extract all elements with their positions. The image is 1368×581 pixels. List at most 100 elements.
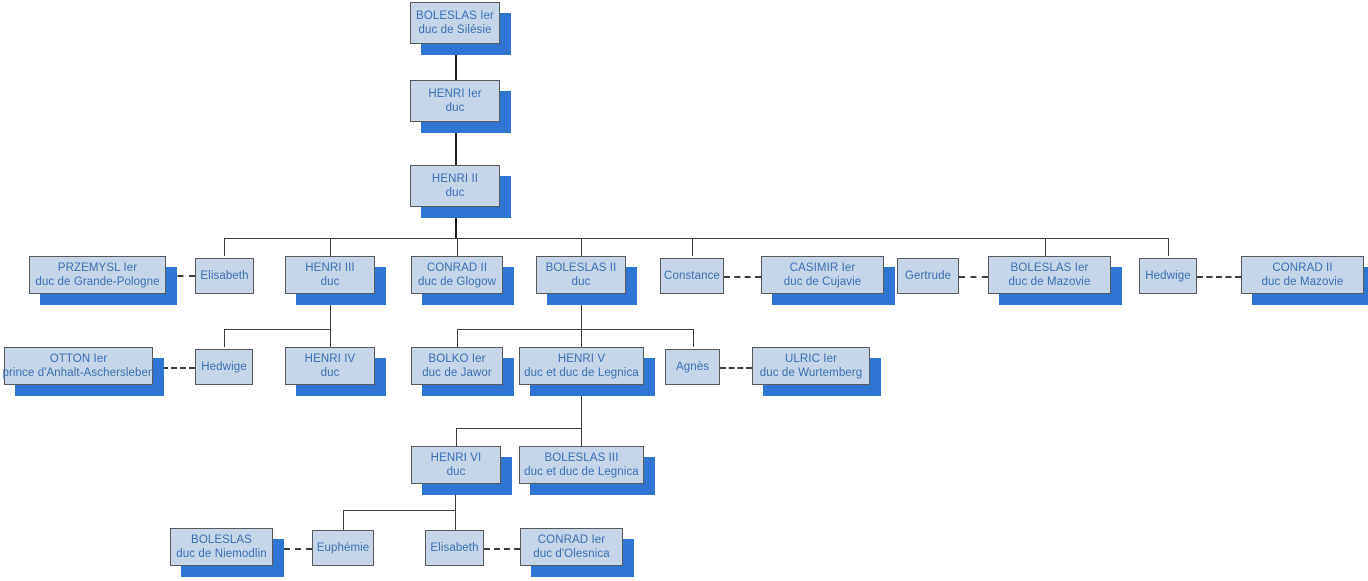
node-box[interactable]: Hedwige bbox=[1139, 258, 1197, 294]
node-name: PRZEMYSL Ier bbox=[57, 262, 138, 274]
child-drop-children-of-henri2-0 bbox=[224, 238, 225, 256]
person-node-constance[interactable]: Constance bbox=[660, 258, 724, 294]
child-drop-children-of-henri2-3 bbox=[581, 238, 582, 256]
node-box[interactable]: CONRAD Ier duc d'Olesnica bbox=[520, 528, 623, 566]
child-drop-children-of-henri2-5 bbox=[1045, 238, 1046, 256]
node-title: duc bbox=[445, 187, 465, 199]
person-node-conrad1oles[interactable]: CONRAD Ier duc d'Olesnica bbox=[520, 528, 634, 577]
node-title: duc bbox=[446, 466, 466, 478]
marriage-link-elisabeth2-conrad1oles bbox=[484, 548, 520, 550]
person-node-agnes[interactable]: Agnès bbox=[665, 349, 720, 385]
node-box[interactable]: Constance bbox=[660, 258, 724, 294]
node-name: Elisabeth bbox=[430, 542, 479, 554]
node-box[interactable]: BOLESLAS III duc et duc de Legnica bbox=[519, 446, 644, 484]
person-node-hedwige1[interactable]: Hedwige bbox=[1139, 258, 1197, 294]
node-title: duc de Cujavie bbox=[783, 276, 862, 288]
node-name: Agnès bbox=[675, 361, 710, 373]
marriage-link-hedwige1-conrad2maz bbox=[1197, 276, 1241, 278]
node-title: duc de Jawor bbox=[422, 367, 492, 379]
node-box[interactable]: BOLESLAS Ier duc de Silésie bbox=[410, 2, 500, 44]
child-drop-children-of-henri2-6 bbox=[1168, 238, 1169, 256]
node-name: HENRI II bbox=[431, 173, 479, 185]
person-node-hedwige2[interactable]: Hedwige bbox=[195, 349, 253, 385]
node-box[interactable]: Hedwige bbox=[195, 349, 253, 385]
node-title: duc de Silésie bbox=[418, 24, 492, 36]
child-drop-children-of-henri5-0 bbox=[456, 428, 457, 446]
person-node-casimir1[interactable]: CASIMIR Ier duc de Cujavie bbox=[761, 256, 895, 305]
person-node-gertrude[interactable]: Gertrude bbox=[897, 258, 959, 294]
person-node-henri6[interactable]: HENRI VI duc bbox=[411, 446, 512, 495]
node-box[interactable]: Elisabeth bbox=[195, 258, 254, 294]
connector-henri1-to-henri2 bbox=[455, 122, 457, 165]
person-node-bolko1[interactable]: BOLKO Ier duc de Jawor bbox=[411, 347, 514, 396]
person-node-henri4[interactable]: HENRI IV duc bbox=[285, 347, 386, 396]
node-box[interactable]: Gertrude bbox=[897, 258, 959, 294]
marriage-link-agnes-ulric1 bbox=[720, 367, 752, 369]
person-node-elisabeth2[interactable]: Elisabeth bbox=[425, 530, 484, 566]
node-name: BOLKO Ier bbox=[428, 353, 486, 365]
child-drop-children-of-henri3-1 bbox=[330, 329, 331, 347]
connector-boleslas1-to-henri1 bbox=[455, 44, 457, 80]
node-title: duc et duc de Legnica bbox=[524, 466, 639, 478]
marriage-link-przemysl1-elisabeth1 bbox=[166, 275, 195, 277]
connector-henri5-stem bbox=[581, 385, 582, 428]
node-box[interactable]: BOLKO Ier duc de Jawor bbox=[411, 347, 503, 385]
person-node-elisabeth1[interactable]: Elisabeth bbox=[195, 258, 254, 294]
node-title: duc de Mazovie bbox=[1261, 276, 1344, 288]
child-drop-children-of-boleslas2-2 bbox=[693, 329, 694, 347]
node-name: HENRI III bbox=[305, 262, 355, 274]
node-title: duc de Mazovie bbox=[1008, 276, 1091, 288]
person-node-henri2[interactable]: HENRI II duc bbox=[410, 165, 511, 218]
child-drop-children-of-henri6-1 bbox=[455, 510, 456, 530]
node-box[interactable]: Euphémie bbox=[312, 530, 374, 566]
node-title: prince d'Anhalt-Aschersleben bbox=[2, 367, 155, 379]
node-name: CASIMIR Ier bbox=[789, 262, 856, 274]
node-name: CONRAD Ier bbox=[537, 534, 606, 546]
connector-henri6-stem bbox=[455, 484, 456, 510]
node-name: HENRI IV bbox=[304, 353, 356, 365]
sibling-bus-children-of-henri2 bbox=[224, 238, 1168, 239]
node-title: duc de Glogow bbox=[417, 276, 496, 288]
person-node-euphemie[interactable]: Euphémie bbox=[312, 530, 374, 566]
node-name: HENRI VI bbox=[430, 452, 482, 464]
person-node-boleslas1[interactable]: BOLESLAS Ier duc de Silésie bbox=[410, 2, 511, 55]
node-name: Constance bbox=[664, 270, 720, 282]
node-name: BOLESLAS III bbox=[544, 452, 619, 464]
sibling-bus-children-of-henri3 bbox=[224, 329, 330, 330]
node-box[interactable]: CASIMIR Ier duc de Cujavie bbox=[761, 256, 884, 294]
node-title: duc d'Olesnica bbox=[533, 548, 610, 560]
node-box[interactable]: Agnès bbox=[665, 349, 720, 385]
marriage-link-otton1-hedwige2 bbox=[153, 367, 195, 369]
node-box[interactable]: HENRI VI duc bbox=[411, 446, 501, 484]
node-box[interactable]: HENRI II duc bbox=[410, 165, 500, 207]
node-name: Hedwige bbox=[201, 361, 247, 373]
person-node-boleslas3[interactable]: BOLESLAS III duc et duc de Legnica bbox=[519, 446, 655, 495]
node-box[interactable]: HENRI IV duc bbox=[285, 347, 375, 385]
node-name: BOLESLAS Ier bbox=[416, 10, 494, 22]
sibling-bus-children-of-henri6 bbox=[343, 510, 455, 511]
node-title: duc bbox=[320, 367, 340, 379]
node-box[interactable]: Elisabeth bbox=[425, 530, 484, 566]
